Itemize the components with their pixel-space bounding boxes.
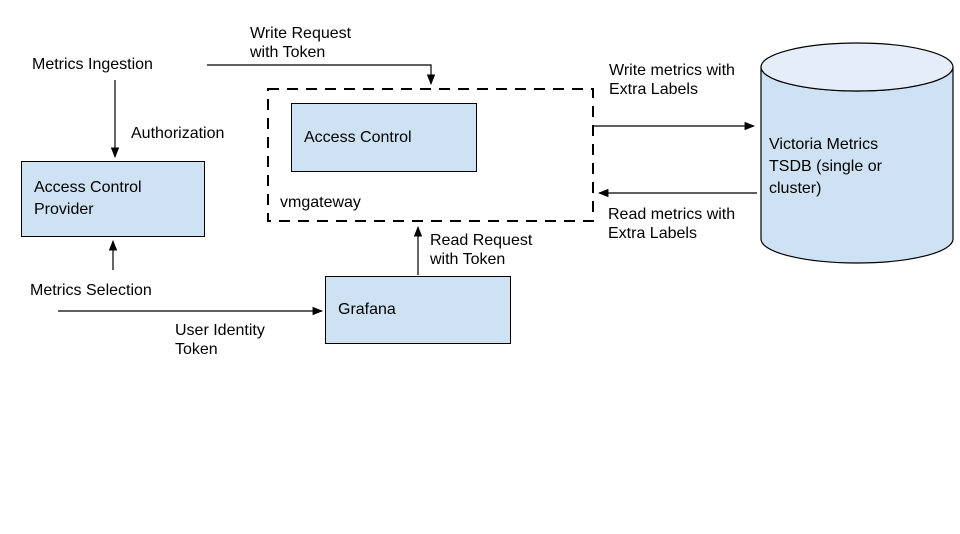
metrics-ingestion-label: Metrics Ingestion <box>32 56 153 73</box>
read-metrics-label: Read metrics with Extra Labels <box>608 206 736 242</box>
authorization-label: Authorization <box>131 125 225 142</box>
access-control-provider-node: Access Control Provider <box>21 161 205 237</box>
metrics-selection-label: Metrics Selection <box>30 282 152 299</box>
grafana-node: Grafana <box>325 276 511 344</box>
tsdb-cylinder-top <box>760 42 954 92</box>
vmgateway-group-label: vmgateway <box>280 194 361 211</box>
grafana-label: Grafana <box>338 301 396 318</box>
write-request-label: Write Request with Token <box>250 25 352 61</box>
read-request-label: Read Request with Token <box>430 232 533 268</box>
access-control-provider-label: Access Control Provider <box>34 179 142 218</box>
user-identity-token-label: User Identity Token <box>175 322 265 358</box>
access-control-label: Access Control <box>304 128 412 146</box>
tsdb-label: Victoria Metrics TSDB (single or cluster… <box>769 136 882 197</box>
access-control-node: Access Control <box>291 103 477 172</box>
write-metrics-label: Write metrics with Extra Labels <box>609 62 735 98</box>
